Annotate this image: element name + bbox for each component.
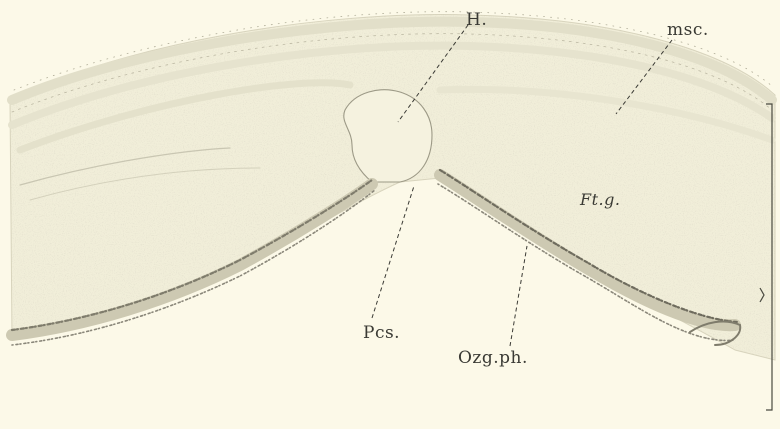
label-ozgph: Ozg.ph. <box>458 348 528 368</box>
label-h: H. <box>466 10 487 30</box>
label-msc: msc. <box>667 20 709 40</box>
label-pcs: Pcs. <box>363 323 400 343</box>
label-ftg: Ft.g. <box>580 190 620 209</box>
